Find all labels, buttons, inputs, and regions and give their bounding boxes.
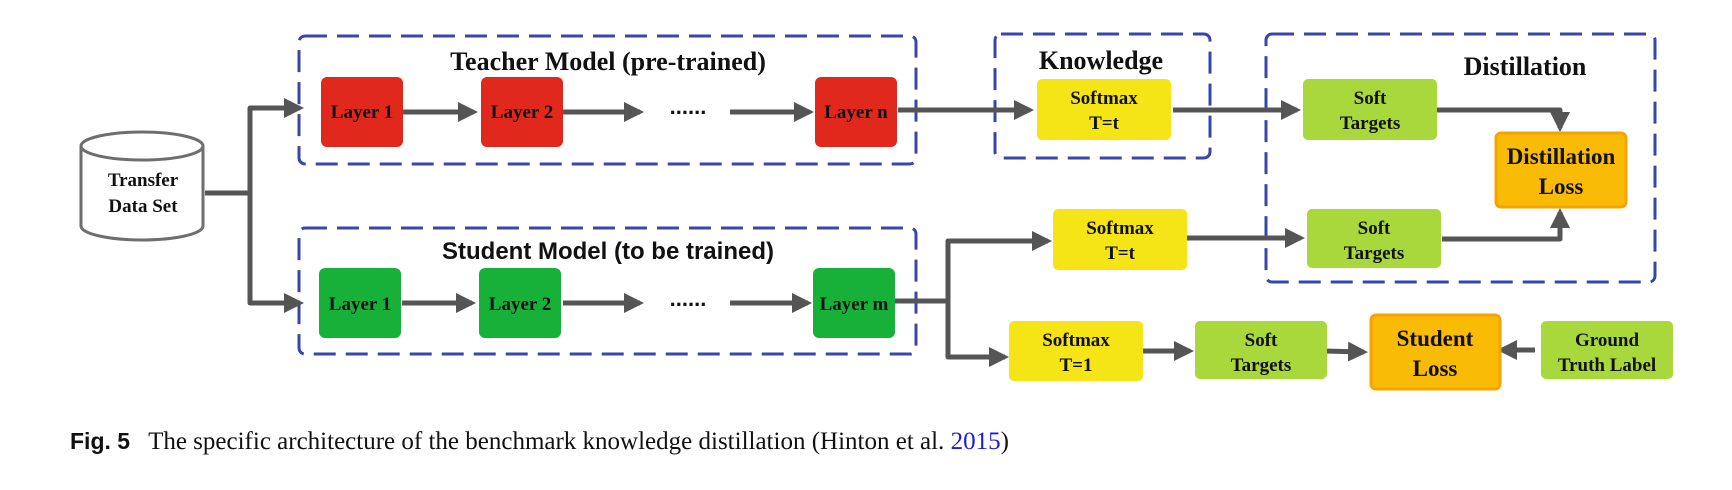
transfer-data-set: Transfer Data Set xyxy=(79,130,205,242)
knowledge-softmax-line2: T=t xyxy=(1089,113,1119,134)
student-softmax-1-line1: Softmax xyxy=(1042,330,1110,351)
teacher-layer-1 xyxy=(321,77,403,147)
student-soft-targets-line1: Soft xyxy=(1245,330,1278,351)
teacher-layer-2-label: Layer 2 xyxy=(491,102,553,123)
student-layer-2-label: Layer 2 xyxy=(489,294,551,315)
distill-soft-targets-bottom xyxy=(1307,209,1441,268)
ground-truth-box xyxy=(1541,321,1673,379)
knowledge-softmax-box xyxy=(1037,79,1171,140)
student-layer-2 xyxy=(479,268,561,338)
arrow-student-to-softmax-1 xyxy=(945,301,1009,367)
arrow-softtargets-bottom-to-distloss xyxy=(1442,208,1570,242)
figure-label: Fig. 5 xyxy=(70,428,131,454)
student-loss-line2: Loss xyxy=(1413,356,1458,381)
ground-truth-line1: Ground xyxy=(1575,330,1640,351)
teacher-layer-n-label: Layer n xyxy=(824,102,888,123)
knowledge-group xyxy=(993,32,1212,160)
student-softmax-1-line2: T=1 xyxy=(1060,355,1093,376)
student-softmax-t-line2: T=t xyxy=(1105,243,1135,264)
student-model-title: Student Model (to be trained) xyxy=(442,238,774,265)
teacher-layer-n xyxy=(815,77,897,147)
student-soft-targets-line2: Targets xyxy=(1231,355,1292,376)
caption-close: ) xyxy=(1000,428,1009,455)
teacher-model-title: Teacher Model (pre-trained) xyxy=(450,47,766,76)
student-softmax-1-box xyxy=(1009,321,1143,381)
knowledge-title: Knowledge xyxy=(1039,46,1163,75)
student-soft-targets-box xyxy=(1195,321,1327,379)
distill-soft-targets-bottom-line2: Targets xyxy=(1344,243,1405,264)
student-layer-1 xyxy=(319,268,401,338)
student-ellipsis: ...... xyxy=(670,286,707,311)
teacher-layer-2 xyxy=(481,77,563,147)
figure-caption: Fig. 5 The specific architecture of the b… xyxy=(70,428,1670,456)
arrow-softtargets-to-student-loss xyxy=(1323,341,1368,362)
student-layer-m xyxy=(813,268,895,338)
teacher-layer-1-label: Layer 1 xyxy=(331,102,393,123)
student-model-group xyxy=(297,226,918,356)
student-loss-line1: Student xyxy=(1397,326,1474,351)
distillation-title: Distillation xyxy=(1464,52,1587,81)
distill-soft-targets-top xyxy=(1303,79,1437,140)
arrow-source-to-student xyxy=(247,193,304,313)
student-layer-m-label: Layer m xyxy=(820,294,889,315)
ground-truth-line2: Truth Label xyxy=(1558,355,1656,376)
arrow-softtargets-to-distloss xyxy=(1437,107,1570,132)
arrow-student-to-softmax-t xyxy=(945,231,1052,301)
knowledge-softmax-line1: Softmax xyxy=(1070,88,1138,109)
teacher-ellipsis: ...... xyxy=(670,94,707,119)
distill-soft-targets-top-line2: Targets xyxy=(1340,113,1401,134)
student-softmax-t-line1: Softmax xyxy=(1086,218,1154,239)
transfer-data-set-line2: Data Set xyxy=(108,196,178,217)
distill-soft-targets-top-line1: Soft xyxy=(1354,88,1387,109)
distill-soft-targets-bottom-line1: Soft xyxy=(1358,218,1391,239)
student-layer-1-label: Layer 1 xyxy=(329,294,391,315)
transfer-data-set-line1: Transfer xyxy=(108,170,179,191)
arrow-source-to-teacher xyxy=(247,98,304,303)
distillation-group xyxy=(1264,32,1657,284)
citation-link[interactable]: 2015 xyxy=(950,428,1001,455)
caption-text: The specific architecture of the benchma… xyxy=(148,428,951,455)
distillation-loss-line1: Distillation xyxy=(1507,144,1616,169)
distillation-loss-line2: Loss xyxy=(1539,174,1584,199)
student-loss-box xyxy=(1369,313,1502,391)
distillation-loss-box xyxy=(1494,131,1628,209)
student-softmax-t-box xyxy=(1053,209,1187,270)
